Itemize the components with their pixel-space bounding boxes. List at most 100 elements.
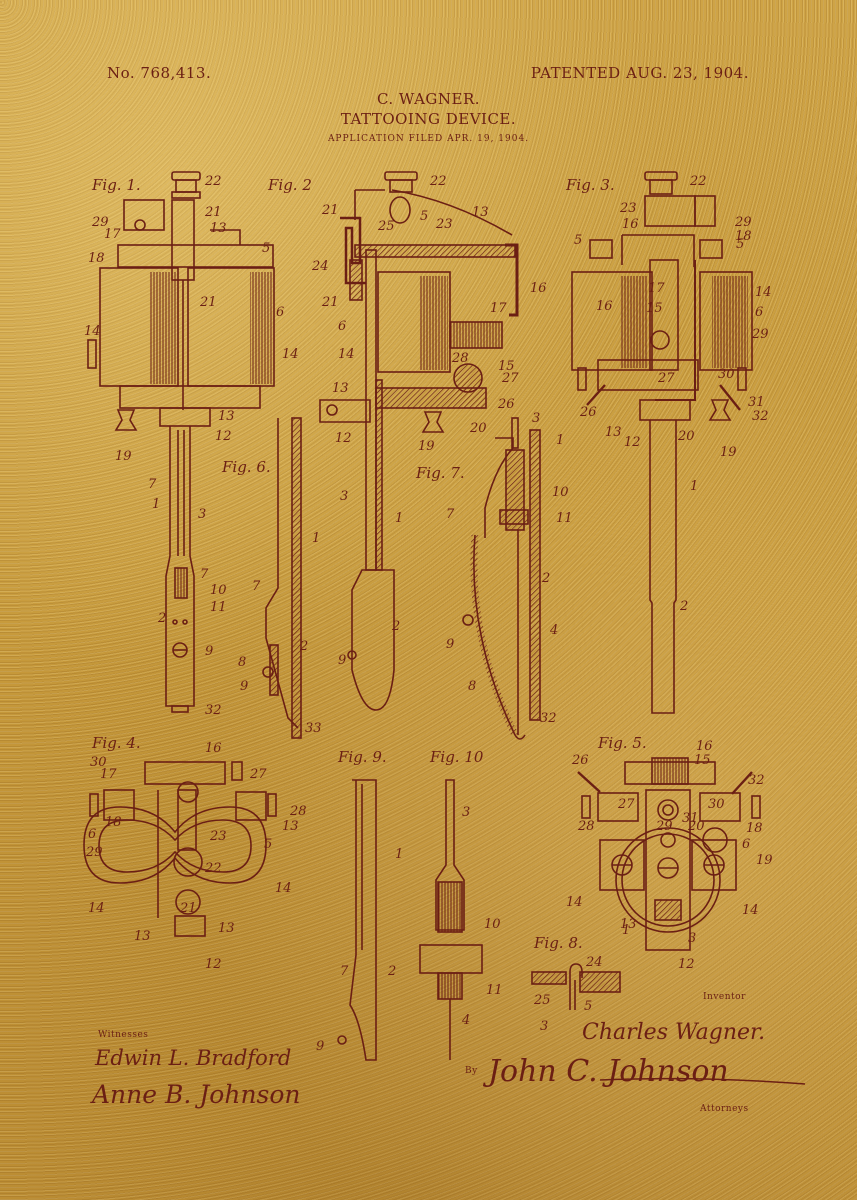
svg-text:12: 12: [624, 435, 641, 450]
svg-text:22: 22: [204, 861, 222, 876]
svg-text:17: 17: [490, 301, 507, 316]
svg-text:7: 7: [446, 507, 455, 522]
svg-text:30: 30: [718, 367, 735, 382]
svg-text:9: 9: [446, 637, 454, 652]
svg-text:6: 6: [742, 837, 750, 852]
svg-text:27: 27: [657, 371, 675, 386]
svg-text:10: 10: [210, 583, 227, 598]
figure-9: Fig. 9.: [337, 748, 387, 1061]
svg-text:16: 16: [596, 299, 613, 314]
svg-text:1: 1: [395, 511, 403, 526]
figure-6: Fig. 6.: [221, 417, 302, 739]
svg-text:3: 3: [532, 411, 540, 426]
svg-text:3: 3: [198, 507, 206, 522]
svg-text:25: 25: [533, 993, 551, 1008]
svg-text:13: 13: [218, 409, 235, 424]
svg-text:6: 6: [276, 305, 284, 320]
svg-text:18: 18: [735, 229, 752, 244]
svg-text:5: 5: [264, 837, 272, 852]
svg-text:20: 20: [677, 429, 695, 444]
svg-text:29: 29: [91, 215, 109, 230]
svg-text:6: 6: [755, 305, 763, 320]
svg-text:5: 5: [736, 237, 744, 252]
svg-text:29: 29: [734, 215, 752, 230]
svg-text:24: 24: [585, 955, 603, 970]
svg-text:13: 13: [605, 425, 622, 440]
inventor-label: Inventor: [703, 992, 746, 1002]
by-label: By: [465, 1066, 478, 1076]
svg-text:16: 16: [696, 739, 713, 754]
svg-text:24: 24: [311, 259, 329, 274]
svg-text:13: 13: [282, 819, 299, 834]
svg-text:29: 29: [751, 327, 769, 342]
svg-text:3: 3: [540, 1019, 548, 1034]
svg-text:14: 14: [88, 901, 105, 916]
svg-text:12: 12: [215, 429, 232, 444]
svg-text:9: 9: [338, 653, 346, 668]
svg-text:10: 10: [552, 485, 569, 500]
svg-text:7: 7: [148, 477, 157, 492]
figure-2: Fig. 2: [267, 171, 519, 711]
svg-text:13: 13: [332, 381, 349, 396]
svg-text:7: 7: [200, 567, 209, 582]
svg-text:14: 14: [84, 324, 101, 339]
fig7-label: Fig. 7.: [415, 464, 465, 482]
svg-text:5: 5: [262, 241, 270, 256]
figure-8: Fig. 8.: [531, 934, 621, 1010]
svg-text:16: 16: [205, 741, 222, 756]
svg-text:20: 20: [687, 819, 705, 834]
svg-text:26: 26: [571, 753, 589, 768]
svg-text:11: 11: [556, 511, 573, 526]
svg-text:3: 3: [688, 931, 696, 946]
svg-text:14: 14: [282, 347, 299, 362]
svg-text:21: 21: [204, 205, 222, 220]
svg-text:2: 2: [157, 611, 166, 626]
svg-text:22: 22: [204, 174, 222, 189]
fig2-label: Fig. 2: [267, 176, 312, 194]
signature-flourish: [600, 1077, 806, 1085]
inventor-signature: Charles Wagner.: [582, 1020, 766, 1045]
svg-text:30: 30: [708, 797, 725, 812]
svg-text:1: 1: [312, 531, 320, 546]
svg-text:11: 11: [486, 983, 503, 998]
svg-text:19: 19: [756, 853, 773, 868]
figure-5: Fig. 5.: [577, 734, 761, 951]
svg-text:21: 21: [321, 295, 339, 310]
svg-text:29: 29: [85, 845, 103, 860]
svg-text:27: 27: [501, 371, 519, 386]
patent-number: No. 768,413.: [107, 64, 212, 82]
svg-text:18: 18: [105, 815, 122, 830]
svg-text:14: 14: [742, 903, 759, 918]
svg-text:9: 9: [205, 644, 213, 659]
figure-1: Fig. 1.: [87, 171, 275, 713]
svg-text:13: 13: [472, 205, 489, 220]
svg-text:21: 21: [179, 901, 197, 916]
patent-title: TATTOOING DEVICE.: [340, 110, 517, 128]
svg-text:18: 18: [746, 821, 763, 836]
svg-text:14: 14: [755, 285, 772, 300]
svg-text:20: 20: [469, 421, 487, 436]
svg-text:14: 14: [275, 881, 292, 896]
svg-text:31: 31: [682, 811, 699, 826]
fig1-label: Fig. 1.: [91, 176, 141, 194]
svg-text:1: 1: [690, 479, 698, 494]
svg-text:3: 3: [462, 805, 470, 820]
svg-text:12: 12: [205, 957, 222, 972]
svg-text:2: 2: [679, 599, 688, 614]
svg-text:11: 11: [210, 600, 227, 615]
attorney-signature: John C. Johnson: [488, 1054, 729, 1089]
svg-text:7: 7: [340, 964, 349, 979]
inventor-name: C. WAGNER.: [376, 90, 481, 108]
svg-text:16: 16: [622, 217, 639, 232]
svg-text:26: 26: [579, 405, 597, 420]
svg-text:32: 32: [748, 773, 765, 788]
svg-text:8: 8: [468, 679, 476, 694]
svg-text:31: 31: [748, 395, 765, 410]
svg-text:15: 15: [646, 301, 663, 316]
svg-text:2: 2: [541, 571, 550, 586]
svg-text:16: 16: [530, 281, 547, 296]
svg-text:9: 9: [316, 1039, 324, 1054]
svg-text:12: 12: [335, 431, 352, 446]
fig6-label: Fig. 6.: [221, 458, 271, 476]
